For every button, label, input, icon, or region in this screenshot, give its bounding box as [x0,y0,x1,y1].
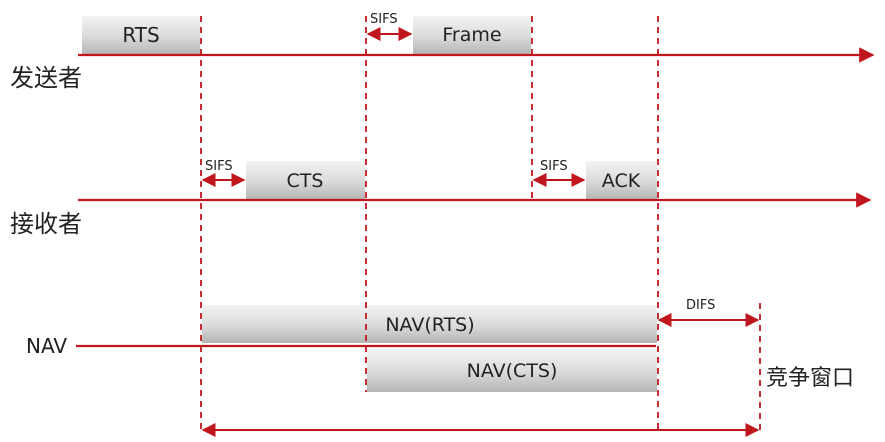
frame-label: Frame [442,24,501,46]
nav-label: NAV [26,334,67,358]
sender-label: 发送者 [10,64,82,92]
timelines [76,47,875,348]
rts-label: RTS [122,23,159,47]
sifs-frame-label: SIFS [370,12,398,27]
frame-box [413,16,531,54]
receiver-label: 接收者 [10,210,82,238]
ack-box [586,161,657,199]
frame-labels: RTS Frame CTS ACK NAV(RTS) NAV(CTS) [122,23,640,382]
interval-arrows [201,27,760,437]
cts-label: CTS [287,170,324,192]
time-guides [200,16,761,432]
ack-label: ACK [602,170,641,192]
nav-rts-box [202,305,657,343]
row-labels: 发送者 接收者 NAV [10,64,82,358]
cts-box [246,161,365,199]
frame-boxes [82,16,657,392]
rts-box [82,16,200,54]
sifs-ack-label: SIFS [540,159,568,174]
difs-label: DIFS [686,298,715,313]
sifs-cts-label: SIFS [205,159,233,174]
interval-labels: SIFS SIFS SIFS DIFS [205,12,715,313]
nav-cts-label: NAV(CTS) [467,360,558,382]
contention-window-label: 竞争窗口 [766,366,854,391]
nav-rts-label: NAV(RTS) [385,314,474,336]
nav-cts-box [367,349,657,392]
